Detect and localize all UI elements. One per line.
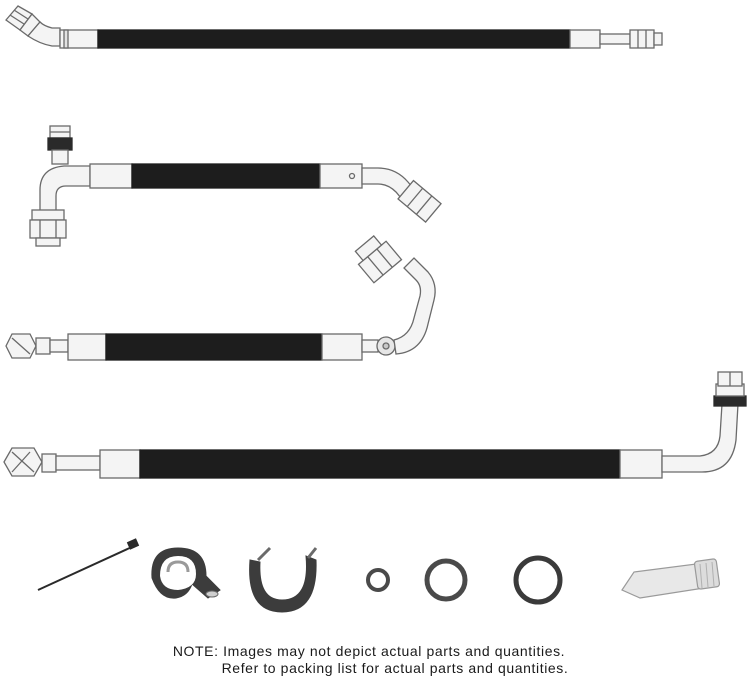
o-ring-large	[513, 555, 563, 605]
hose-3-left-collar	[67, 333, 107, 361]
hose-2-left-nut	[29, 209, 67, 247]
hose-1-hose	[97, 29, 571, 49]
cable-tie	[37, 538, 140, 591]
hose-2-right-collar	[319, 163, 363, 189]
hose-1-right-nut	[629, 29, 663, 49]
hose-assembly-3	[5, 234, 436, 361]
hose-2-hose	[131, 163, 321, 189]
hose-4-hose	[139, 449, 621, 479]
cushioned-clamp-1	[151, 547, 221, 599]
hose-2-service-port	[47, 125, 73, 165]
hose-3-right-collar	[321, 333, 363, 361]
note-line-1: NOTE: Images may not depict actual parts…	[172, 643, 566, 659]
hose-1-right-collar	[569, 29, 601, 49]
lubricant-tube	[621, 558, 721, 599]
hose-4-top-connector	[713, 371, 747, 407]
hose-assembly-1	[5, 5, 663, 49]
hose-3-right-bend	[393, 257, 436, 355]
o-ring-medium	[424, 558, 468, 602]
hose-assembly-4	[3, 371, 747, 479]
hose-4-left-collar	[99, 449, 141, 479]
hose-assembly-2	[29, 125, 442, 247]
hose-3-top-nut	[354, 234, 403, 284]
hose-3-hose	[105, 333, 323, 361]
hose-2-left-collar	[89, 163, 133, 189]
hose-3-left-nut	[5, 333, 51, 359]
hose-4-right-collar	[619, 449, 663, 479]
note-line-2: Refer to packing list for actual parts a…	[221, 660, 569, 676]
hose-4-left-nut	[3, 447, 57, 477]
hose-2-right-nut	[397, 179, 442, 223]
cushioned-clamp-2	[249, 546, 318, 613]
o-ring-small	[366, 568, 390, 592]
hose-2-left-bend	[39, 165, 91, 213]
hose-4-right-bend	[661, 403, 739, 473]
hose-1-left-fitting	[5, 5, 61, 47]
